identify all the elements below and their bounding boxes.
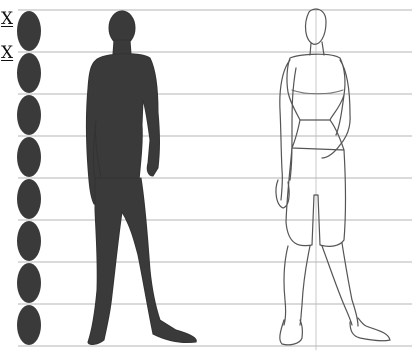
head-unit-oval [17, 179, 41, 219]
sketch-arm-right [322, 60, 350, 158]
sketch-chest-line [292, 90, 343, 94]
sketch-foot-right [350, 318, 390, 341]
silhouette-legs [88, 178, 196, 344]
head-unit-oval [17, 263, 41, 303]
head-unit-oval [17, 11, 41, 51]
head-unit-oval [17, 53, 41, 93]
head-unit-oval [17, 221, 41, 261]
head-unit-oval [17, 95, 41, 135]
head-unit-oval [17, 305, 41, 345]
guide-lines [18, 10, 412, 346]
sketch-leg-left [284, 246, 310, 325]
sketch-foot-left [280, 320, 303, 345]
sketch-arm-left [280, 60, 296, 200]
sketch-figure [276, 9, 390, 350]
head-unit-oval [17, 137, 41, 177]
silhouette-neck [113, 40, 131, 54]
sketch-leg-right [322, 243, 358, 326]
